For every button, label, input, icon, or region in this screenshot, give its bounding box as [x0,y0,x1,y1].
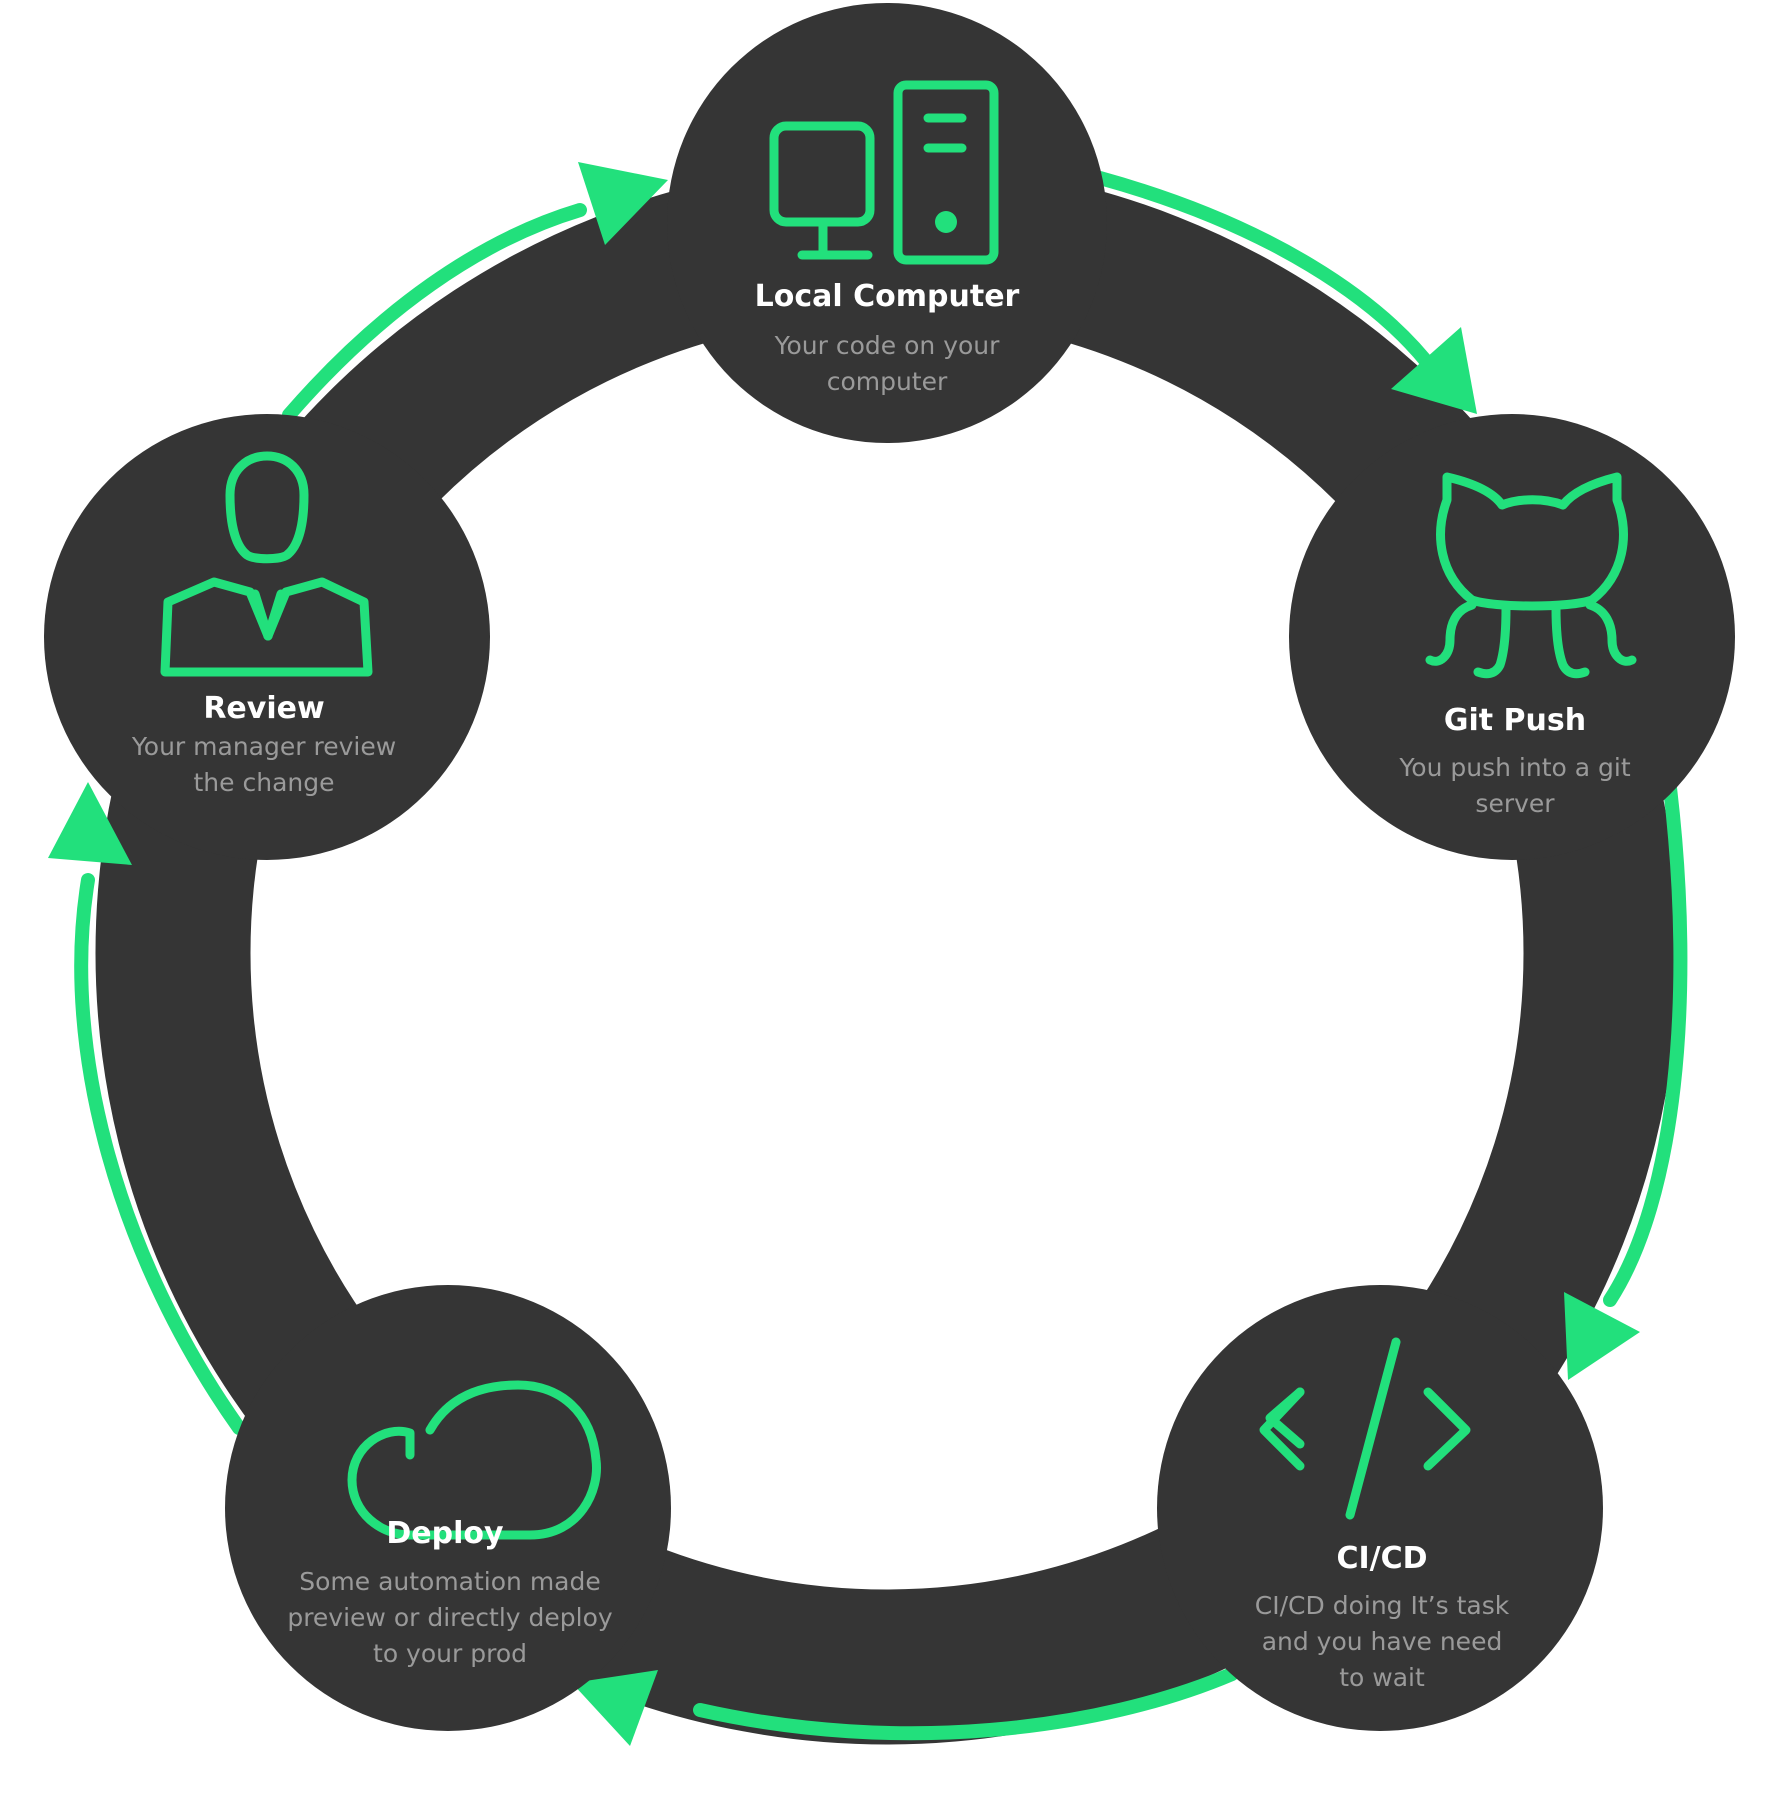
desc-review-line-1: Your manager review [131,732,396,761]
title-local-computer: Local Computer [755,279,1020,314]
desc-deploy-line-3: to your prod [373,1639,527,1668]
desc-local-computer-line-1: Your code on your [774,331,1001,360]
title-ci-cd: CI/CD [1336,1541,1427,1576]
arrow-review-to-local [282,162,668,422]
desc-git-push-line-2: server [1475,789,1555,818]
title-git-push: Git Push [1444,703,1586,738]
title-review: Review [203,691,324,726]
desc-deploy-line-2: preview or directly deploy [287,1603,613,1632]
node-ci-cd [1157,1285,1603,1731]
desc-ci-cd-line-2: and you have need [1262,1627,1503,1656]
desc-git-push-line-1: You push into a git [1398,753,1630,782]
desc-local-computer-line-2: computer [827,367,948,396]
title-deploy: Deploy [386,1516,504,1551]
desktop-computer-icon [769,80,999,265]
node-circles [44,3,1735,1731]
desc-ci-cd-line-3: to wait [1339,1663,1425,1692]
desc-review-line-2: the change [194,768,335,797]
manager-person-icon [160,451,373,677]
cloud-icon [347,1380,601,1540]
github-octocat-icon [1425,472,1637,679]
arrow-local-to-git [1093,171,1477,414]
arrow-git-to-cicd [1564,781,1688,1380]
arrow-cicd-to-deploy [572,1667,1239,1746]
arrow-deploy-to-review [48,782,246,1435]
flow-arrows [48,162,1688,1746]
desc-deploy-line-1: Some automation made [299,1567,601,1596]
node-labels: Local Computer Your code on your compute… [131,279,1631,1692]
code-brackets-icon [1259,1337,1471,1520]
desc-ci-cd-line-1: CI/CD doing It’s task [1255,1591,1510,1620]
